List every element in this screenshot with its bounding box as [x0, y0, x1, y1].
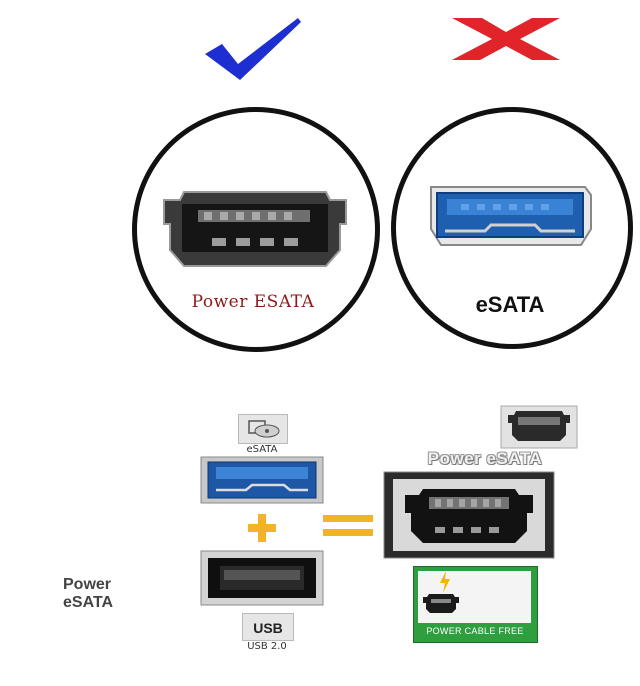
checkmark-icon [205, 18, 301, 80]
esata-circle [391, 107, 633, 349]
plus-icon [248, 514, 276, 542]
cross-icon [452, 18, 560, 60]
usb-port-photo [200, 550, 324, 606]
esata-caption: eSATA [246, 444, 278, 455]
badge-port-icon [423, 594, 459, 613]
badge-title-line1: Power [63, 576, 112, 593]
lightning-icon [440, 571, 450, 593]
power-esata-label: Power ESATA [191, 292, 315, 312]
power-esata-port-image [163, 191, 347, 267]
equals-icon [323, 515, 373, 536]
esata-port-image [430, 186, 592, 246]
power-esata-small-port [500, 405, 578, 449]
usb-logo: USB [253, 620, 283, 636]
esata-port-photo [200, 456, 324, 504]
esata-logo-box [238, 414, 288, 444]
esata-label: eSATA [475, 292, 545, 317]
power-esata-title: Power eSATA [427, 449, 543, 468]
badge-footer: POWER CABLE FREE [426, 626, 524, 636]
hard-drive-icon [248, 420, 280, 438]
usb-caption: USB 2.0 [247, 641, 287, 652]
badge-title-line2: eSATA [63, 594, 114, 611]
usb-logo-box [242, 613, 294, 641]
power-esata-port-photo [383, 471, 555, 559]
